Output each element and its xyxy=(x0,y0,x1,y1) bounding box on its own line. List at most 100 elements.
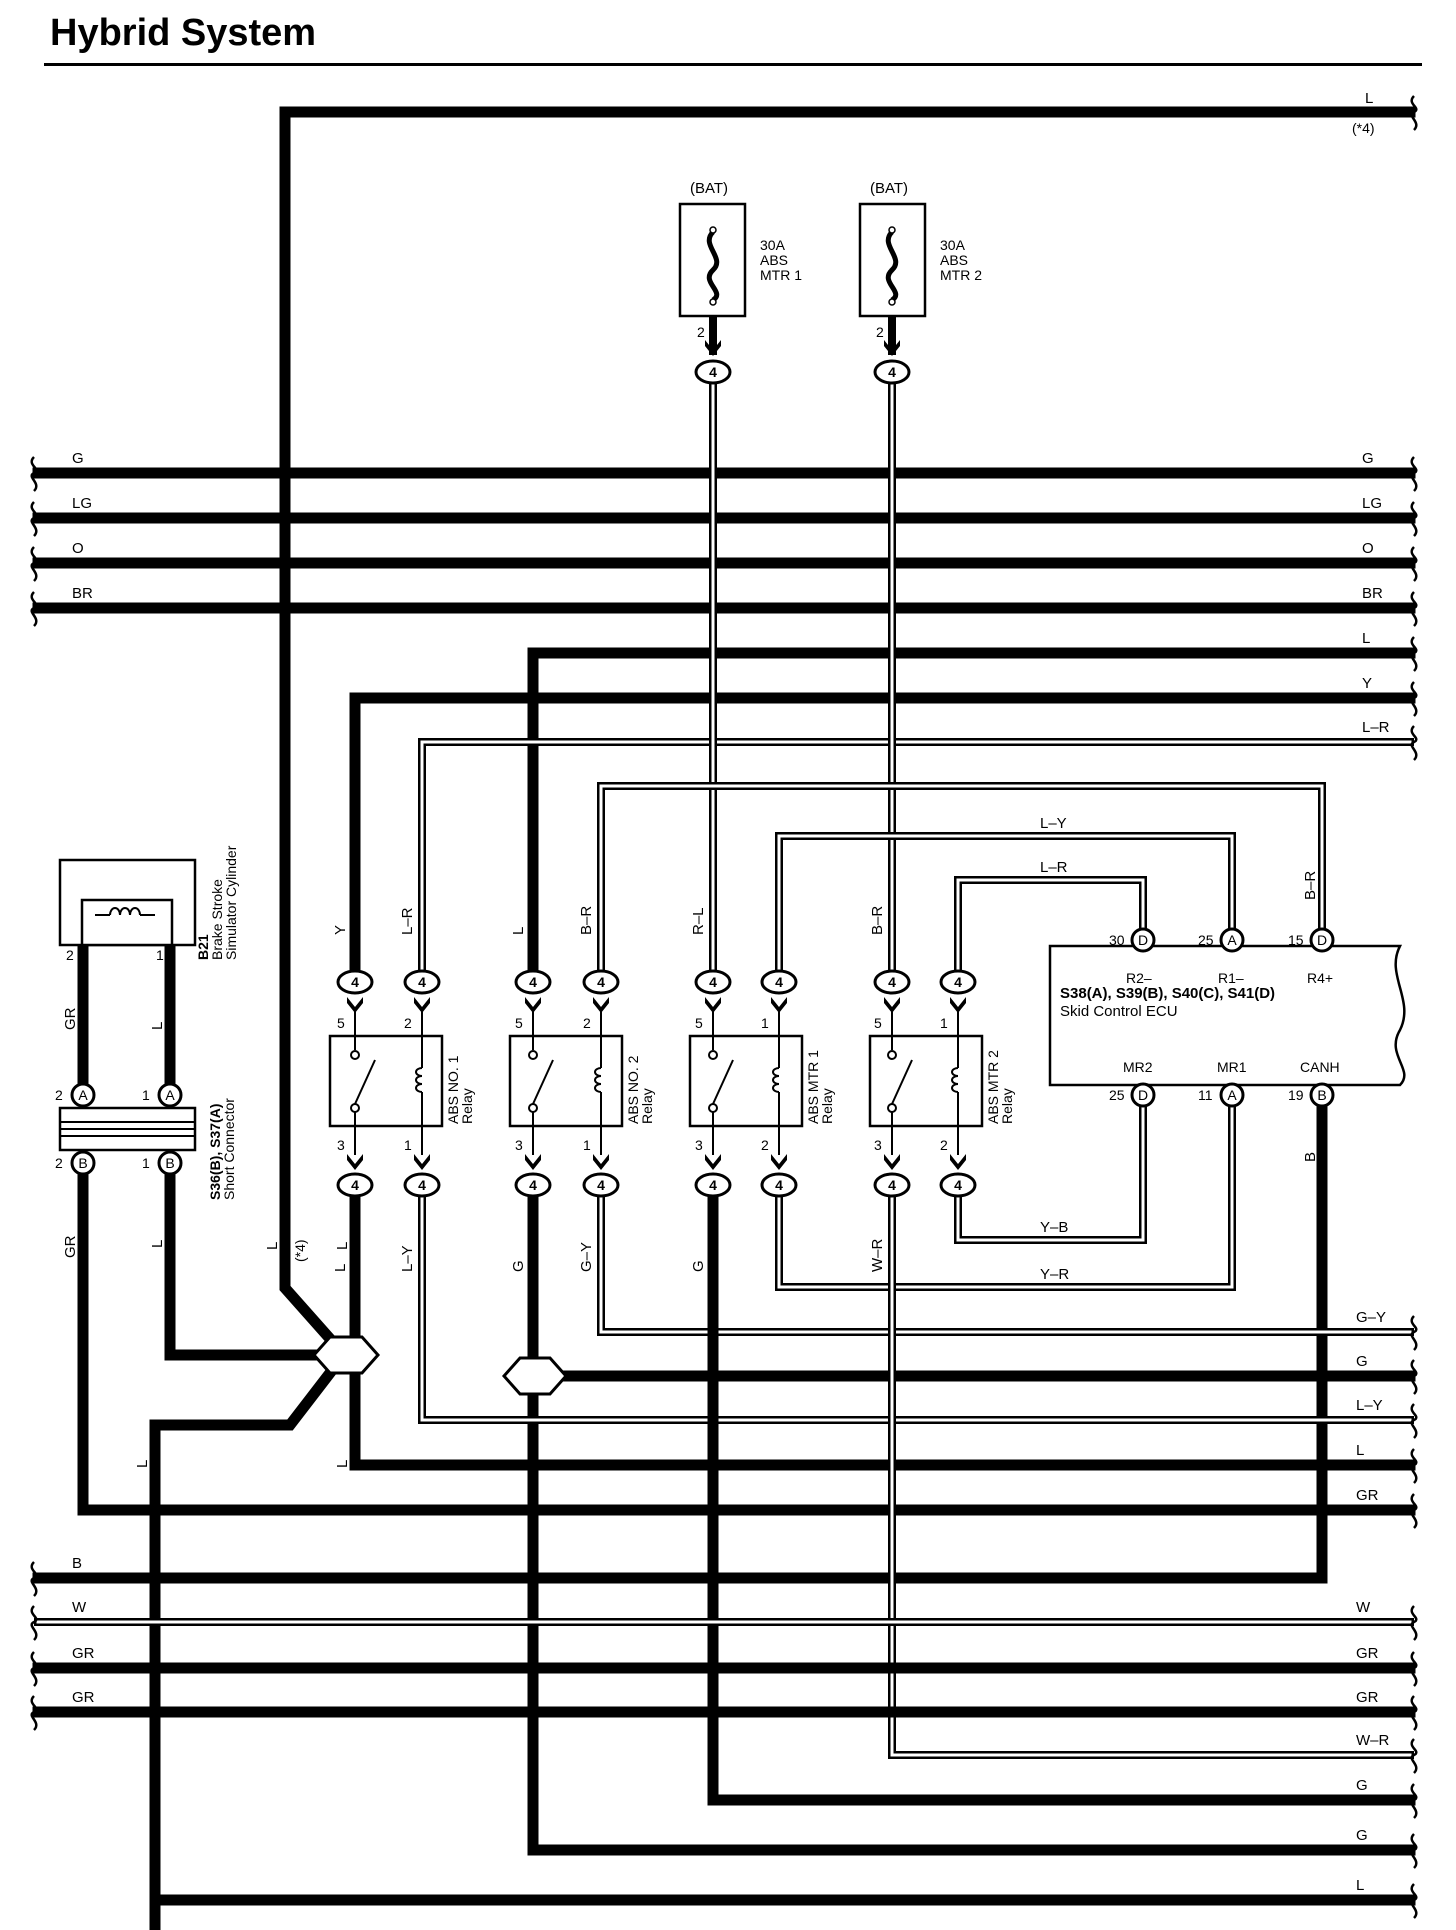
bottom-bus-label-right: GR xyxy=(1356,1689,1379,1706)
relay-conn-top-left: 4 xyxy=(336,969,374,995)
wire-break-mark xyxy=(1410,1359,1418,1395)
bus-label-right: LG xyxy=(1362,495,1382,512)
right-wire-label: L–Y xyxy=(1356,1397,1383,1414)
relay-wire-label: R–L xyxy=(690,907,707,935)
relay-arrow xyxy=(593,997,609,1013)
splice-l-label: L xyxy=(334,1460,351,1468)
wire-break-mark xyxy=(1410,95,1418,131)
relay-name: Relay xyxy=(819,1088,835,1124)
break-marks xyxy=(30,95,1418,1919)
short-conn-top-pin: A xyxy=(157,1082,183,1108)
svg-text:4: 4 xyxy=(954,974,962,990)
wire-break-mark xyxy=(1410,1883,1418,1919)
short-conn-bottom-pin: B xyxy=(157,1150,183,1176)
relay-pin: 3 xyxy=(695,1137,703,1153)
sensor-wire-label: GR xyxy=(62,1007,79,1030)
ecu-pin-number: 30 xyxy=(1109,932,1125,948)
wire-break-mark xyxy=(30,546,38,582)
relay-pin: 3 xyxy=(337,1137,345,1153)
relay-wire-label: W–R xyxy=(869,1239,886,1273)
wire-g-no2 xyxy=(527,1179,1416,1856)
short-conn-pin-number: 1 xyxy=(142,1087,150,1103)
svg-text:4: 4 xyxy=(529,1177,537,1193)
wire-break-mark xyxy=(1410,1605,1418,1641)
svg-text:4: 4 xyxy=(775,1177,783,1193)
short-conn-pin-number: 2 xyxy=(55,1087,63,1103)
wire-break-mark xyxy=(1410,725,1418,761)
ecu-bottom-pin: A xyxy=(1219,1082,1245,1108)
relay-wire-label: G–Y xyxy=(578,1242,595,1272)
relay-pin: 1 xyxy=(583,1137,591,1153)
wire-break-mark xyxy=(1410,1651,1418,1687)
ecu-pin-r2: R2– xyxy=(1126,970,1152,986)
wire-gy xyxy=(597,1181,1414,1336)
relay-name: Relay xyxy=(999,1088,1015,1124)
relay-conn-bottom-left: 4 xyxy=(873,1172,911,1198)
bottom-bus-label-right: W–R xyxy=(1356,1732,1390,1749)
wire-break-mark xyxy=(30,1605,38,1641)
fuse2-connector: 4 xyxy=(873,359,911,385)
svg-text:4: 4 xyxy=(351,1177,359,1193)
wire-l-top xyxy=(279,106,1416,1358)
splice-l xyxy=(311,1335,381,1375)
svg-text:B: B xyxy=(165,1155,174,1171)
relay-pin: 2 xyxy=(761,1137,769,1153)
wire-break-mark xyxy=(30,501,38,537)
relay-conn-bottom-left: 4 xyxy=(336,1172,374,1198)
page-title: Hybrid System xyxy=(50,12,317,54)
wire-break-mark xyxy=(1410,1738,1418,1774)
relay-pin: 1 xyxy=(761,1015,769,1031)
wire-label-l-top: L xyxy=(1365,90,1373,107)
relay-arrow xyxy=(414,1154,430,1170)
right-wire-label: GR xyxy=(1356,1487,1379,1504)
fuse-abs-mtr2: (BAT) 30A ABS MTR 2 2 xyxy=(858,180,982,340)
ecu-wire-label: Y–R xyxy=(1040,1266,1069,1283)
relay-arrow xyxy=(884,1154,900,1170)
svg-text:Short Connector: Short Connector xyxy=(221,1098,237,1200)
svg-text:ABS: ABS xyxy=(760,252,788,268)
ecu-pin-number: 25 xyxy=(1109,1087,1125,1103)
bottom-bus-label-right: G xyxy=(1356,1777,1368,1794)
bus-label-right: BR xyxy=(1362,585,1383,602)
svg-text:30A: 30A xyxy=(940,237,966,253)
ecu-wire-label: Y–B xyxy=(1040,1219,1068,1236)
fuse2-terminal-arrow xyxy=(884,340,900,356)
relay-arrow xyxy=(884,997,900,1013)
svg-text:D: D xyxy=(1317,932,1327,948)
svg-text:B: B xyxy=(78,1155,87,1171)
relay-wire-label: B–R xyxy=(578,906,595,935)
bottom-bus-label-right: W xyxy=(1356,1599,1371,1616)
wire-break-mark xyxy=(30,591,38,627)
relay-arrow xyxy=(525,997,541,1013)
relay-name: ABS NO. 1 xyxy=(445,1055,461,1124)
wire-y xyxy=(349,692,1416,988)
wire-b-canh xyxy=(32,1089,1328,1584)
svg-text:2: 2 xyxy=(66,947,74,963)
relay-name: Relay xyxy=(459,1088,475,1124)
bottom-bus-label-right: G xyxy=(1356,1827,1368,1844)
svg-text:4: 4 xyxy=(597,974,605,990)
wire-break-mark xyxy=(1410,1833,1418,1869)
svg-text:A: A xyxy=(1227,932,1237,948)
bus-label-right: O xyxy=(1362,540,1374,557)
ecu-pin-number: 19 xyxy=(1288,1087,1304,1103)
wire-break-mark xyxy=(1410,591,1418,627)
relay-conn-top-right: 4 xyxy=(760,969,798,995)
bottom-bus-label-left: GR xyxy=(72,1645,95,1662)
svg-text:A: A xyxy=(165,1087,175,1103)
relay-wire-label: G xyxy=(510,1260,527,1272)
relay-pin: 2 xyxy=(404,1015,412,1031)
short-conn-bottom-pin: B xyxy=(70,1150,96,1176)
wire-break-mark xyxy=(1410,546,1418,582)
svg-text:(BAT): (BAT) xyxy=(870,180,908,197)
relay-arrow xyxy=(705,997,721,1013)
relay-arrow xyxy=(771,1154,787,1170)
right-wire-label: G–Y xyxy=(1356,1309,1386,1326)
svg-text:4: 4 xyxy=(529,974,537,990)
svg-text:MTR 2: MTR 2 xyxy=(940,267,982,283)
